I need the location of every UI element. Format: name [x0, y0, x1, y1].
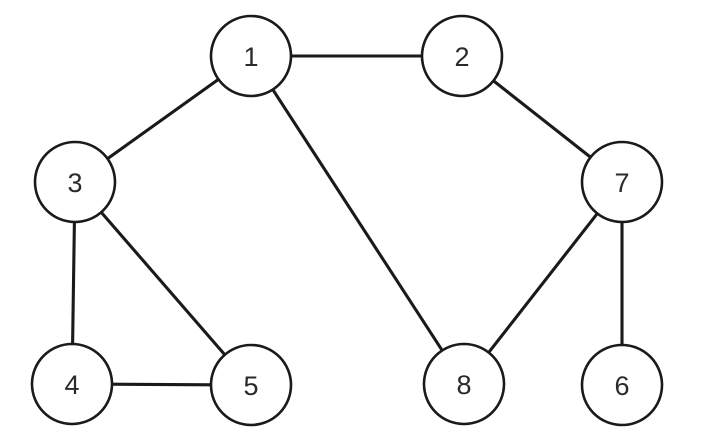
graph-edge — [486, 211, 600, 355]
graph-node[interactable]: 7 — [580, 140, 664, 224]
graph-node-label: 8 — [456, 370, 471, 400]
graph-node-circle[interactable] — [580, 140, 664, 224]
graph-node[interactable]: 8 — [422, 342, 506, 426]
graph-node-label: 7 — [614, 168, 629, 198]
graph-node[interactable]: 4 — [30, 342, 114, 426]
graph-node-circle[interactable] — [209, 14, 293, 98]
graph-node-label: 1 — [243, 42, 258, 72]
edge-layer — [71, 54, 624, 387]
graph-node-label: 6 — [614, 371, 629, 401]
graph-node[interactable]: 3 — [33, 140, 117, 224]
graph-edge — [491, 78, 593, 160]
graph-node-label: 4 — [64, 370, 79, 400]
graph-edge — [109, 382, 214, 387]
graph-node-circle[interactable] — [420, 14, 504, 98]
graph-node-label: 2 — [454, 42, 469, 72]
graph-node-circle[interactable] — [422, 342, 506, 426]
node-layer: 1 2 3 7 4 5 8 6 — [30, 14, 664, 427]
graph-node-label: 5 — [243, 371, 258, 401]
graph-node[interactable]: 5 — [209, 343, 293, 427]
graph-node[interactable]: 6 — [580, 343, 664, 427]
graph-edge — [71, 219, 76, 347]
graph-node-circle[interactable] — [209, 343, 293, 427]
graph-edge — [99, 209, 227, 358]
graph-edge — [270, 87, 445, 353]
graph-node-circle[interactable] — [30, 342, 114, 426]
graph-edge — [105, 77, 221, 161]
graph-node[interactable]: 1 — [209, 14, 293, 98]
graph-node-circle[interactable] — [33, 140, 117, 224]
graph-node-label: 3 — [67, 168, 82, 198]
graph-node-circle[interactable] — [580, 343, 664, 427]
graph-node[interactable]: 2 — [420, 14, 504, 98]
